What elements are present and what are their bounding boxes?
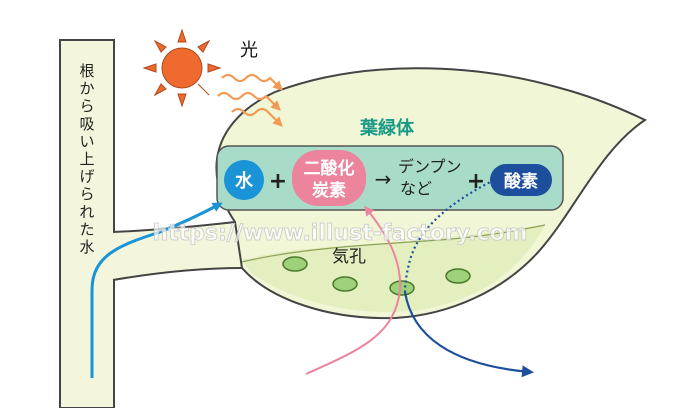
stem [59,39,115,408]
leaf-lower-tissue [242,225,545,313]
co2-label-line1: 二酸化 [304,158,355,179]
reaction-arrow: → [375,167,392,191]
stem-label: 根から吸い上げられた水 [79,62,94,256]
co2-flow-arrow [305,205,402,375]
stomata [282,256,471,296]
light-rays [217,73,283,127]
stoma [389,280,415,296]
water-label: 水 [235,170,254,192]
oxygen-flow-arrow [403,291,534,378]
water-node: 水 [224,160,264,200]
stomata-label: 気孔 [332,247,366,267]
chloroplast-label: 葉緑体 [359,117,415,139]
oxygen-flow-dotted [403,179,495,293]
stem-label-text: 根から吸い上げられた水 [79,62,94,256]
co2-label-line2: 炭素 [312,180,346,201]
stoma [332,276,358,292]
oxygen-label: 酸素 [504,171,538,192]
sun-icon [142,28,222,108]
water-flow-arrow [90,202,223,378]
watermark: https://www.illust-factory.com [152,221,527,246]
starch-label-line2: など [400,179,432,198]
stoma [445,268,471,284]
starch-label-line1: デンプン [398,157,462,176]
oxygen-node: 酸素 [490,164,552,196]
stoma [282,256,308,272]
light-label: 光 [240,40,258,61]
plus-sign-1: + [269,169,287,194]
co2-node: 二酸化 炭素 [292,150,366,206]
